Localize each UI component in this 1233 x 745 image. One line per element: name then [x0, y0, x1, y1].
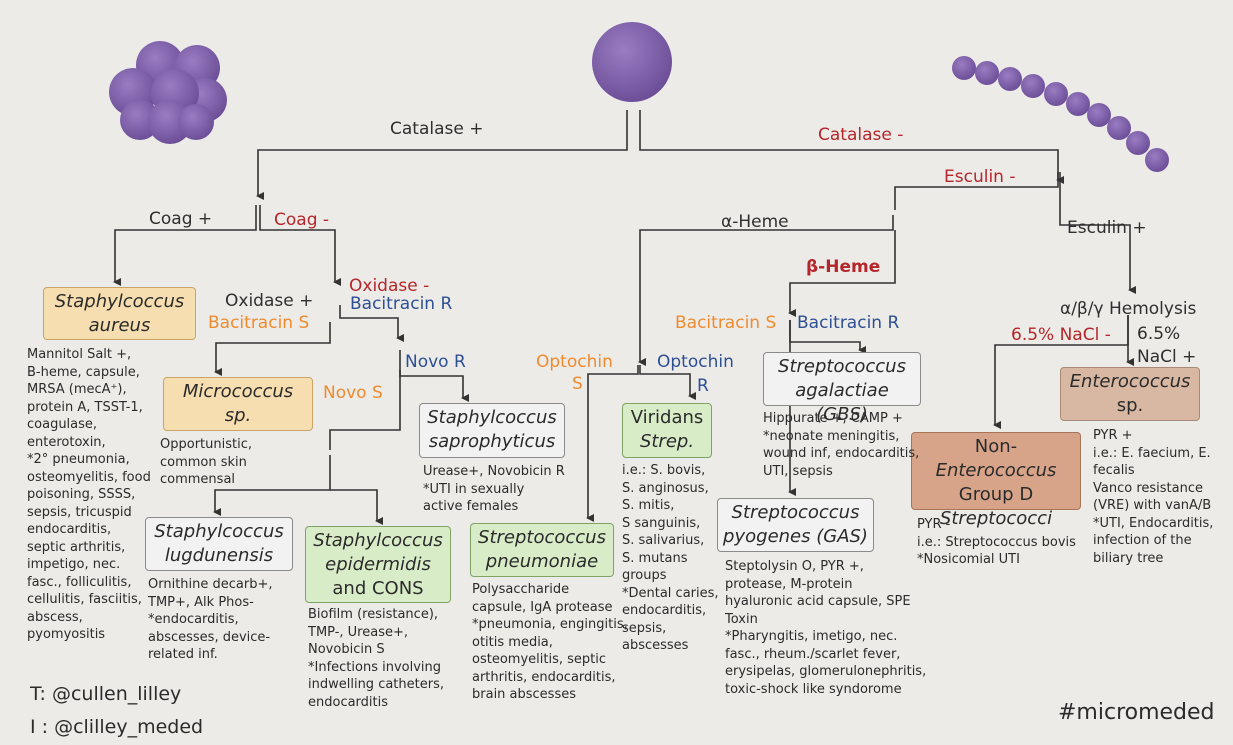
esculin-negative-label: Esculin -: [944, 167, 1016, 187]
optochin-s-label: Optochin: [536, 352, 613, 372]
nacl-positive-suffix: NaCl +: [1137, 347, 1197, 367]
alpha-heme-label: α-Heme: [721, 212, 789, 232]
coccus-icon: [592, 22, 672, 102]
oxidase-positive-label: Oxidase +: [225, 291, 314, 311]
note-non-enterococcus: PYR - i.e.: Streptococcus bovis *Nosicom…: [917, 517, 1076, 567]
bacitracin-s-label: Bacitracin S: [208, 313, 310, 333]
twitter-handle: T: @cullen_lilley: [30, 683, 182, 705]
note-s-aureus: Mannitol Salt +, B-heme, capsule, MRSA (…: [27, 347, 151, 642]
note-micrococcus: Opportunistic, common skin commensal: [160, 437, 252, 487]
coag-negative-label: Coag -: [274, 210, 330, 230]
optochin-r-suffix: R: [697, 376, 709, 396]
note-s-lugdunensis: Ornithine decarb+, TMP+, Alk Phos- *endo…: [148, 577, 273, 662]
novo-s-label: Novo S: [323, 383, 383, 403]
instagram-handle: I : @clilley_meded: [30, 716, 204, 738]
oxidase-negative-label: Oxidase -: [349, 276, 430, 296]
note-s-agalactiae: Hippurate +, CAMP + *neonate meningitis,…: [763, 411, 920, 479]
catalase-positive-label: Catalase +: [390, 119, 484, 139]
esculin-positive-label: Esculin +: [1067, 218, 1147, 238]
note-s-pneumoniae: Polysaccharide capsule, IgA protease *pn…: [472, 582, 628, 702]
optochin-r-label: Optochin: [657, 352, 734, 372]
bacitracin-r-label-2: Bacitracin R: [797, 313, 900, 333]
coag-positive-label: Coag +: [149, 209, 213, 229]
note-enterococcus: PYR + i.e.: E. faecium, E. fecalis Vanco…: [1093, 428, 1214, 566]
nacl-positive-label: 6.5%: [1137, 324, 1181, 344]
novo-r-label: Novo R: [405, 352, 466, 372]
catalase-negative-label: Catalase -: [818, 125, 904, 145]
bacitracin-r-label: Bacitracin R: [350, 294, 453, 314]
beta-heme-label: β-Heme: [806, 257, 881, 277]
bacitracin-s-label-2: Bacitracin S: [675, 313, 777, 333]
hashtag: #micromeded: [1058, 700, 1215, 725]
note-viridans: i.e.: S. bovis, S. anginosus, S. mitis, …: [622, 463, 719, 653]
staphylococci-cluster-icon: [109, 41, 227, 144]
hemolysis-label: α/β/γ Hemolysis: [1060, 299, 1197, 319]
note-s-pyogenes: Steptolysin O, PYR +, protease, M-protei…: [725, 559, 927, 697]
note-s-epidermidis: Biofilm (resistance), TMP-, Urease+, Nov…: [308, 607, 444, 710]
note-s-saprophyticus: Urease+, Novobicin R *UTI in sexually ac…: [423, 464, 565, 514]
optochin-s-suffix: S: [572, 374, 583, 394]
streptococci-chain-icon: [952, 56, 1169, 172]
nacl-negative-label: 6.5% NaCl -: [1011, 325, 1111, 345]
organism-non-enterococcus: Non-Enterococcus Group D Streptococci: [911, 432, 1081, 529]
